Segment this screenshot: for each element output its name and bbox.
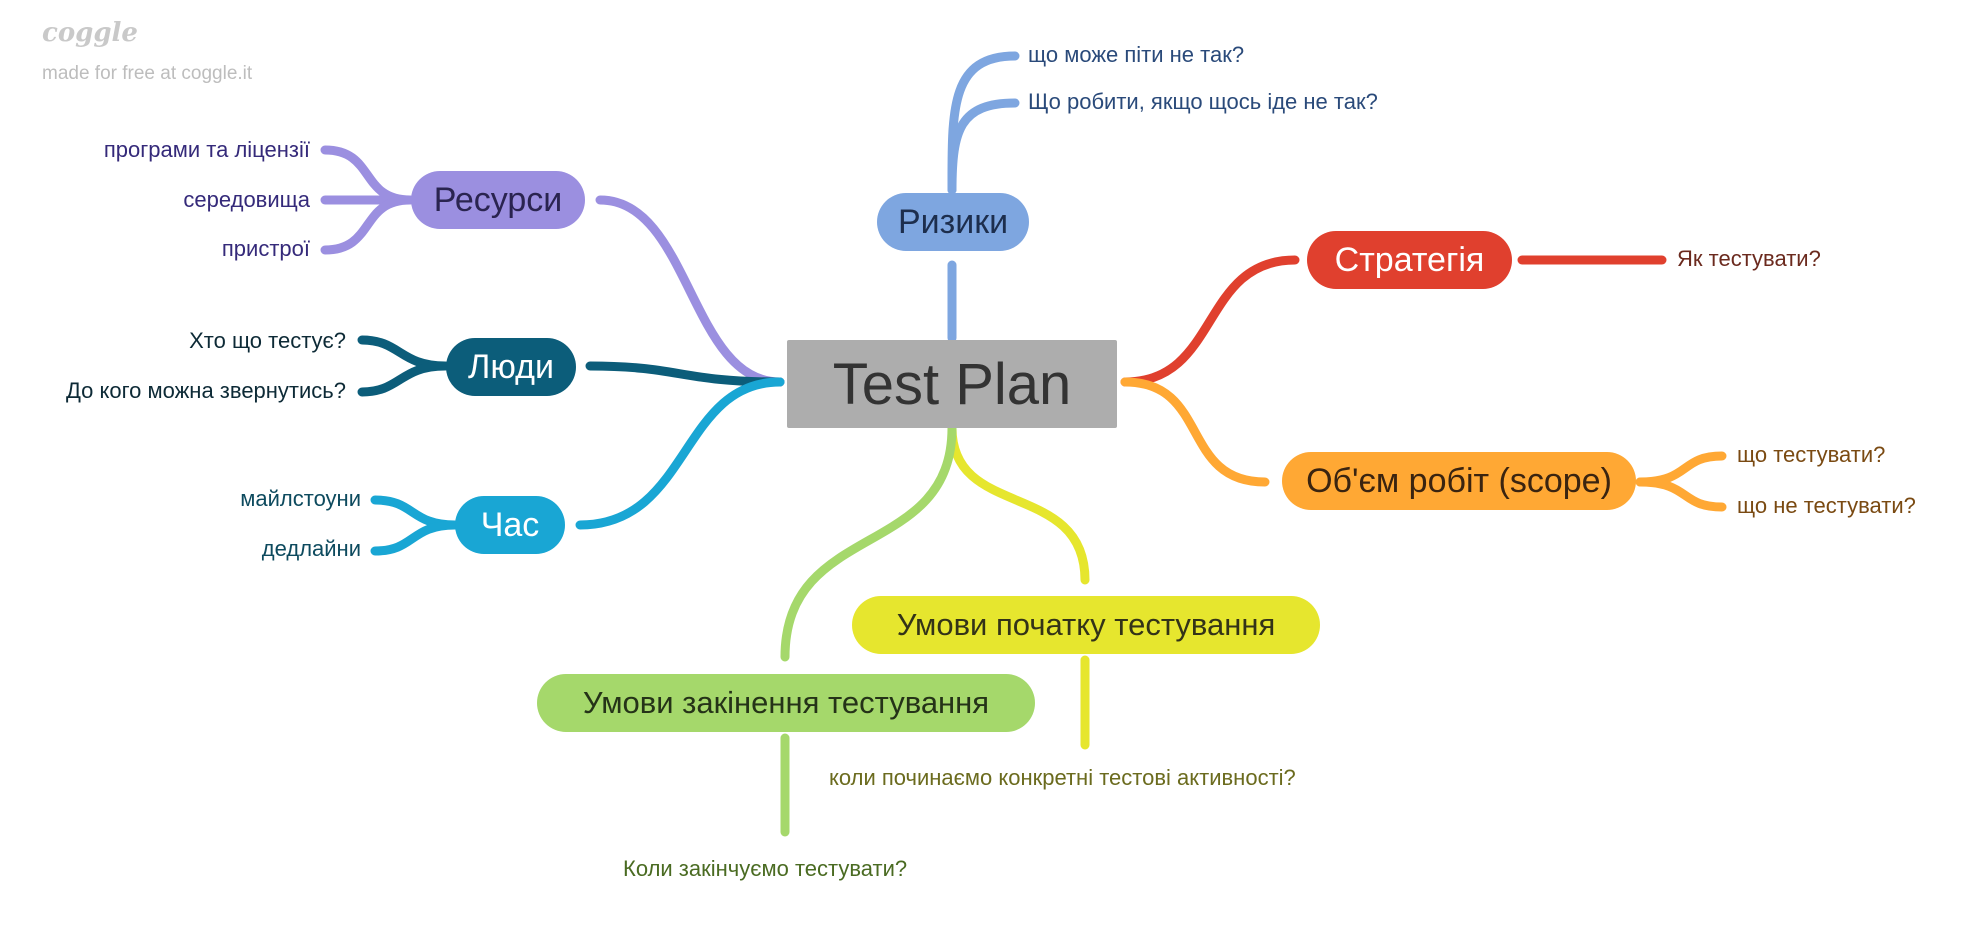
leaf-strategy-1[interactable]: Як тестувати? [1677,246,1821,271]
leaf-time-1[interactable]: майлстоуни [240,486,361,511]
branch-resources-label: Ресурси [433,180,563,219]
branch-strategy-label: Стратегія [1334,240,1485,279]
connector-root-strategy [1120,255,1300,387]
branch-resources[interactable]: Ресурси [411,171,585,229]
connector-root-scope [1120,377,1270,487]
branch-start-conditions[interactable]: Умови початку тестування [852,596,1320,654]
branch-risks[interactable]: Ризики [877,193,1029,251]
connector-root-resources [595,195,785,387]
leaf-people-2[interactable]: До кого можна звернутись? [65,378,346,403]
connector-root-time [575,377,785,530]
leaf-end-1[interactable]: Коли закінчуємо тестувати? [623,856,908,881]
leaf-scope-1[interactable]: що тестувати? [1737,442,1886,467]
branch-scope[interactable]: Об'єм робіт (scope) [1282,452,1636,510]
leaf-start-1[interactable]: коли починаємо конкретні тестові активно… [829,765,1296,790]
connector-scope-child-2 [1635,477,1727,512]
branch-start-label: Умови початку тестування [896,607,1276,642]
branch-people-label: Люди [468,347,554,386]
root-node-label: Test Plan [832,351,1072,417]
connector-resources-child-1 [320,145,415,205]
branch-end-label: Умови закінення тестування [582,685,990,720]
connector-resources-child-3 [320,195,415,255]
leaf-time-2[interactable]: дедлайни [261,536,361,561]
leaf-scope-2[interactable]: що не тестувати? [1737,493,1916,518]
leaf-risks-2[interactable]: Що робити, якщо щось іде не так? [1028,89,1378,114]
connector-people-child-2 [357,361,450,397]
leaf-resources-3[interactable]: пристрої [221,236,310,261]
branch-end-conditions[interactable]: Умови закінення тестування [537,674,1035,732]
connector-time-child-2 [370,520,460,556]
root-node[interactable]: Test Plan [787,340,1117,428]
leaf-resources-2[interactable]: середовища [183,187,310,212]
connector-risks-child-2 [947,98,1020,195]
branch-scope-label: Об'єм робіт (scope) [1306,461,1612,500]
connector-people-child-1 [357,335,450,371]
branch-strategy[interactable]: Стратегія [1307,231,1512,289]
connector-root-start [947,423,1090,585]
leaf-people-1[interactable]: Хто що тестує? [189,328,346,353]
coggle-logo: coggle [42,18,138,48]
leaf-risks-1[interactable]: що може піти не так? [1028,42,1245,67]
branch-time[interactable]: Час [455,496,565,554]
branch-risks-label: Ризики [897,202,1009,241]
connector-root-end [780,423,957,662]
branch-people[interactable]: Люди [446,338,576,396]
connector-root-people [585,361,785,387]
branch-time-label: Час [480,505,540,544]
watermark-text: made for free at coggle.it [42,63,253,84]
leaf-resources-1[interactable]: програми та ліцензії [103,137,310,162]
